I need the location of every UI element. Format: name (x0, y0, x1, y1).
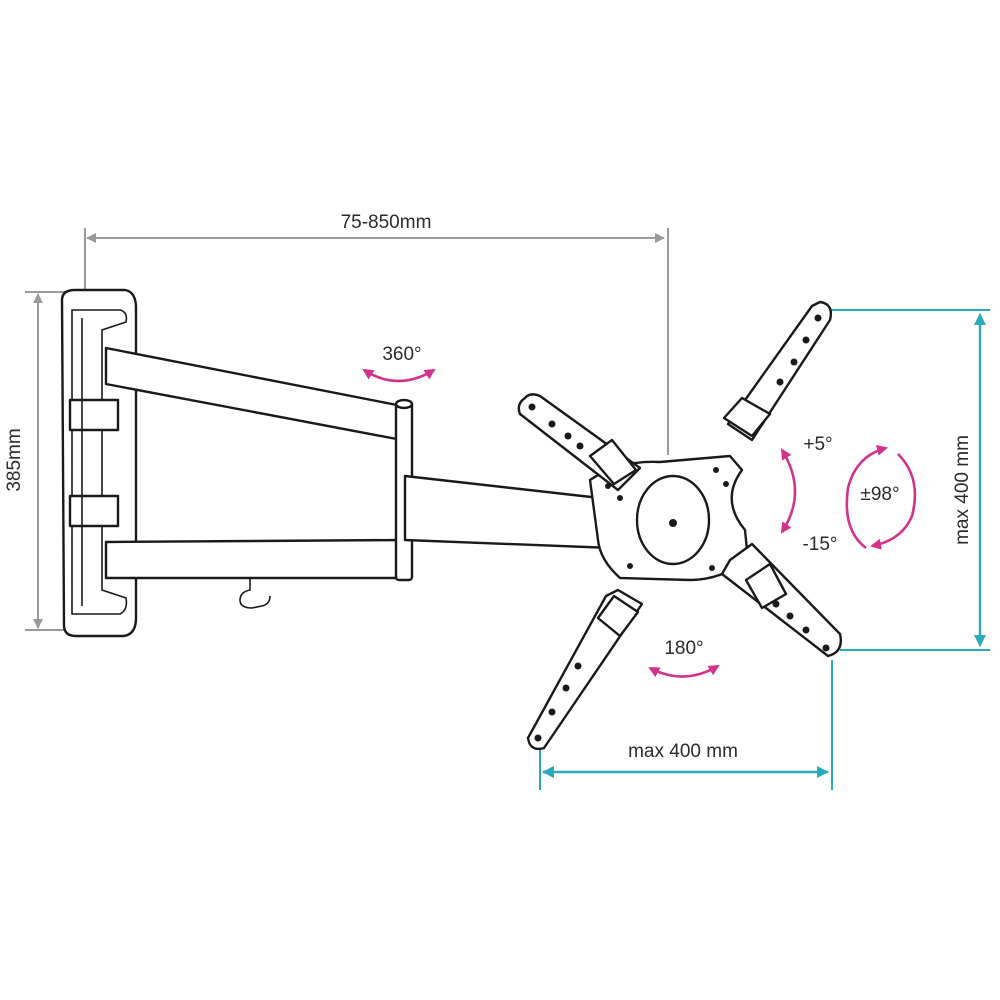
vesa-vertical-label: max 400 mm (952, 435, 973, 545)
plate-rotation-arrow (648, 664, 720, 678)
tilt-arrow (780, 448, 797, 534)
wall-plate (60, 288, 138, 638)
arm-assembly (104, 346, 614, 609)
depth-dimension (84, 228, 669, 455)
plate-rotation-label: 180° (664, 638, 703, 659)
swivel-label: ±98° (860, 484, 899, 505)
height-dimension (25, 291, 70, 631)
arm-swivel-arrow (362, 368, 436, 383)
depth-label: 75-850mm (341, 212, 432, 233)
arm-swivel-label: 360° (382, 344, 421, 365)
tilt-down-label: -15° (802, 534, 837, 555)
vesa-horizontal-dimension (539, 660, 833, 790)
tilt-up-label: +5° (803, 434, 832, 455)
swivel-arrow (845, 445, 917, 550)
vesa-vertical-dimension (830, 309, 990, 651)
vesa-bracket (517, 300, 842, 751)
height-label: 385mm (4, 428, 25, 491)
vesa-horizontal-label: max 400 mm (628, 741, 738, 762)
